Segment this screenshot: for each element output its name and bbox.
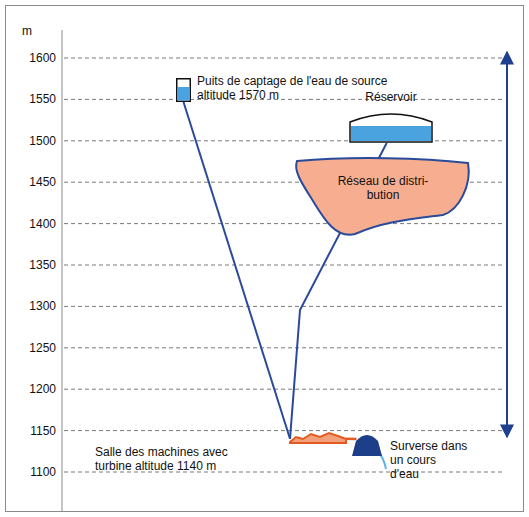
reservoir-tank-shape [348, 111, 434, 143]
axis-line [62, 30, 63, 511]
altitude-tick: 1350 [29, 259, 56, 271]
altitude-tick: 1550 [29, 93, 56, 105]
height-arrow [506, 52, 508, 437]
machine-room-shape [290, 428, 346, 446]
grid-line [64, 389, 505, 390]
altitude-tick: 1400 [29, 218, 56, 230]
axis-unit: m [22, 25, 32, 37]
node-label: Réservoir [341, 91, 441, 105]
well-box-shape [176, 78, 191, 102]
grid-line [64, 347, 505, 348]
altitude-tick: 1300 [29, 300, 56, 312]
distribution-network: Réseau de distri- bution [293, 155, 473, 237]
grid-line [64, 99, 505, 100]
frame [6, 6, 524, 512]
well-box: Puits de captage de l'eau de source alti… [176, 78, 191, 102]
grid-line [64, 140, 505, 141]
node-label: Surverse dans un cours d'eau [390, 440, 468, 481]
grid-line [64, 430, 505, 431]
altitude-tick: 1250 [29, 342, 56, 354]
grid-line [64, 265, 505, 266]
altitude-tick: 1500 [29, 135, 56, 147]
altitude-tick: 1150 [30, 425, 56, 437]
altitude-tick: 1100 [30, 466, 56, 478]
overflow-outlet-shape [352, 430, 382, 456]
grid-lines [64, 58, 505, 472]
pipe-line [346, 438, 357, 441]
overflow-outlet: Surverse dans un cours d'eau [352, 430, 382, 456]
reservoir-tank: Réservoir [348, 111, 434, 143]
grid-line [64, 58, 505, 59]
altitude-tick: 1450 [29, 176, 56, 188]
machine-room: Salle des machines avec turbine altitude… [290, 428, 346, 446]
altitude-tick: 1600 [29, 52, 56, 64]
node-label: Réseau de distri- bution [333, 175, 433, 203]
grid-line [64, 306, 505, 307]
altitude-tick: 1200 [29, 383, 56, 395]
pipe-line [184, 102, 291, 439]
node-label: Salle des machines avec turbine altitude… [95, 446, 245, 474]
grid-line [64, 223, 505, 224]
